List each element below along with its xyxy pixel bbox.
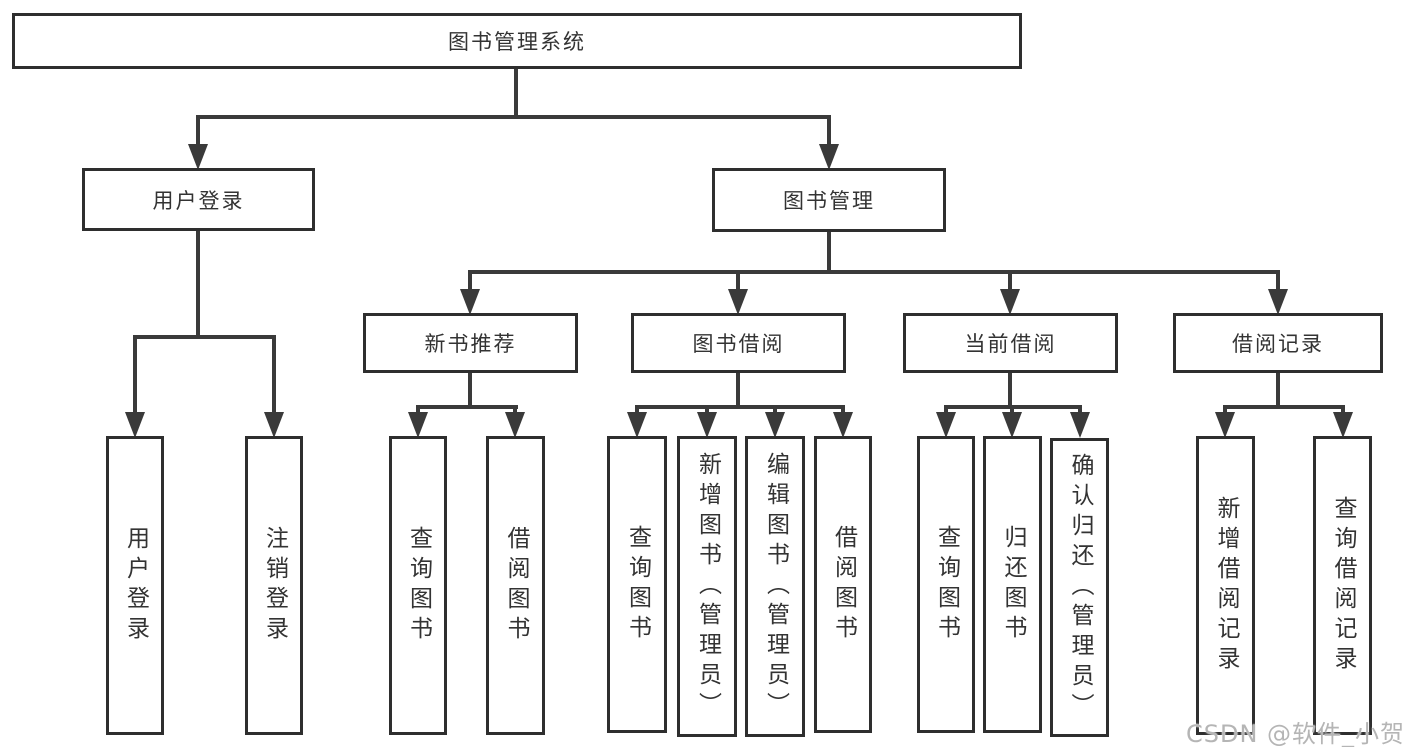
- arrow-down-icon: [1002, 412, 1022, 438]
- connector-vline: [635, 405, 639, 416]
- arrow-down-icon: [728, 289, 748, 315]
- connector-vline: [196, 229, 200, 337]
- leaf-label: 用户登录: [122, 525, 149, 646]
- connector-hline: [416, 405, 518, 409]
- leaf-label: 新增图书（管理员）: [694, 451, 721, 722]
- arrow-down-icon: [505, 412, 525, 438]
- connector-hline: [1223, 405, 1345, 409]
- leaf-borrow-books: 借阅图书: [486, 436, 545, 735]
- leaf-borrow-books: 借阅图书: [814, 436, 872, 733]
- node-library-system: 图书管理系统: [12, 13, 1022, 69]
- arrow-down-icon: [819, 144, 839, 170]
- connector-vline: [773, 405, 777, 416]
- connector-vline: [133, 335, 137, 416]
- connector-vline: [736, 371, 740, 409]
- node-book-management: 图书管理: [712, 168, 946, 232]
- arrow-down-icon: [697, 412, 717, 438]
- connector-vline: [196, 115, 200, 149]
- leaf-label: 查询图书: [405, 525, 432, 646]
- connector-vline: [736, 270, 740, 295]
- node-book-borrow: 图书借阅: [631, 313, 846, 373]
- connector-vline: [416, 405, 420, 416]
- connector-vline: [944, 405, 948, 416]
- connector-vline: [468, 270, 472, 295]
- arrow-down-icon: [765, 412, 785, 438]
- connector-vline: [705, 405, 709, 416]
- arrow-down-icon: [833, 412, 853, 438]
- node-borrow-records: 借阅记录: [1173, 313, 1383, 373]
- leaf-label: 归还图书: [1000, 524, 1026, 645]
- leaf-query-books: 查询图书: [389, 436, 447, 735]
- connector-vline: [1276, 371, 1280, 409]
- arrow-down-icon: [627, 412, 647, 438]
- arrow-down-icon: [1000, 289, 1020, 315]
- leaf-query-books: 查询图书: [607, 436, 667, 733]
- connector-vline: [514, 68, 518, 117]
- arrow-down-icon: [936, 412, 956, 438]
- leaf-edit-books-admin: 编辑图书（管理员）: [745, 436, 805, 737]
- arrow-down-icon: [1215, 412, 1235, 438]
- leaf-add-books-admin: 新增图书（管理员）: [677, 436, 737, 737]
- leaf-label: 查询借阅记录: [1330, 495, 1356, 676]
- leaf-label: 查询图书: [933, 524, 960, 645]
- leaf-label: 借阅图书: [503, 525, 529, 646]
- arrow-down-icon: [460, 289, 480, 315]
- leaf-user-login: 用户登录: [106, 436, 164, 735]
- leaf-logout: 注销登录: [245, 436, 303, 735]
- node-user-login: 用户登录: [82, 168, 315, 231]
- connector-hline: [468, 270, 1280, 274]
- connector-vline: [1010, 405, 1014, 416]
- connector-hline: [133, 335, 276, 339]
- arrow-down-icon: [408, 412, 428, 438]
- arrow-down-icon: [188, 144, 208, 170]
- watermark: CSDN @软件_小贺同学: [1186, 720, 1405, 747]
- arrow-down-icon: [264, 412, 284, 438]
- node-new-book-recommend: 新书推荐: [363, 313, 578, 373]
- connector-vline: [1008, 371, 1012, 409]
- leaf-label: 编辑图书（管理员）: [762, 451, 789, 722]
- arrow-down-icon: [1070, 412, 1090, 438]
- connector-vline: [513, 405, 517, 416]
- connector-vline: [272, 335, 276, 416]
- arrow-down-icon: [125, 412, 145, 438]
- leaf-confirm-return-admin: 确认归还（管理员）: [1050, 438, 1109, 737]
- leaf-query-books: 查询图书: [917, 436, 975, 733]
- connector-vline: [841, 405, 845, 416]
- arrow-down-icon: [1333, 412, 1353, 438]
- connector-hline: [196, 115, 831, 119]
- leaf-label: 注销登录: [261, 525, 288, 646]
- leaf-label: 确认归还（管理员）: [1067, 452, 1093, 723]
- connector-hline: [635, 405, 845, 409]
- leaf-label: 借阅图书: [830, 524, 857, 645]
- connector-vline: [827, 115, 831, 149]
- connector-vline: [1008, 270, 1012, 295]
- leaf-label: 查询图书: [624, 524, 651, 645]
- connector-vline: [468, 371, 472, 409]
- connector-vline: [1341, 405, 1345, 416]
- leaf-label: 新增借阅记录: [1213, 495, 1239, 676]
- connector-vline: [1223, 405, 1227, 416]
- connector-vline: [1276, 270, 1280, 295]
- leaf-return-books: 归还图书: [983, 436, 1042, 733]
- leaf-add-borrow-record: 新增借阅记录: [1196, 436, 1255, 735]
- node-current-borrow: 当前借阅: [903, 313, 1118, 373]
- leaf-query-borrow-record: 查询借阅记录: [1313, 436, 1372, 735]
- connector-vline: [827, 229, 831, 274]
- arrow-down-icon: [1268, 289, 1288, 315]
- connector-vline: [1078, 405, 1082, 416]
